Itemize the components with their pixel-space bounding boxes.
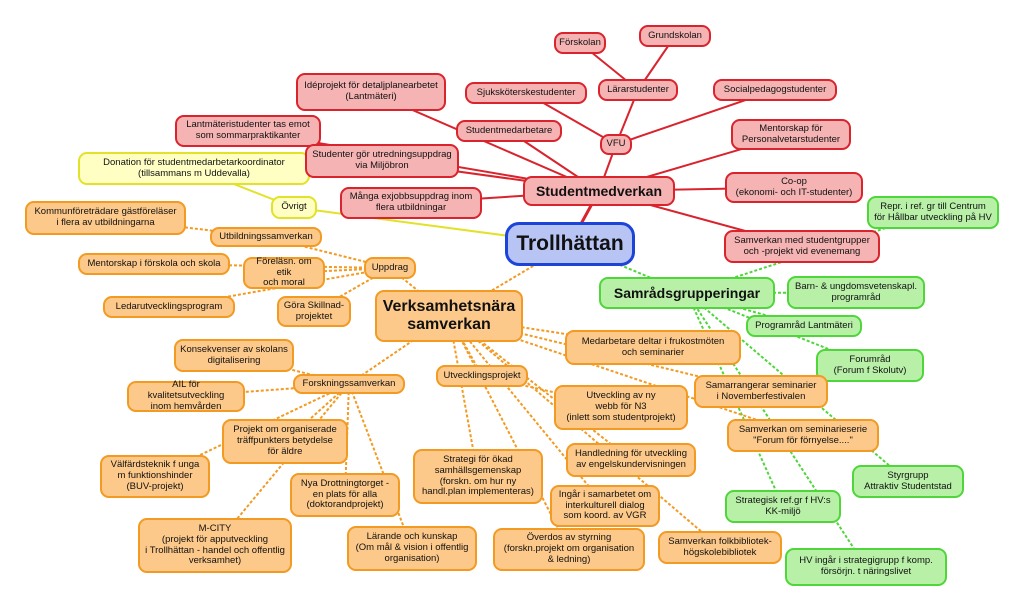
node-studentmedarbetare: Studentmedarbetare [456,120,562,142]
node-lararstudenter: Lärarstudenter [598,79,678,101]
node-socialpedagogstudenter: Socialpedagogstudenter [713,79,837,101]
node-styrgrupp: Styrgrupp Attraktiv Studentstad [852,465,964,498]
node-donation: Donation för studentmedarbetarkoordinato… [78,152,310,185]
node-sjukskoterskestudenter: Sjuksköterskestudenter [465,82,587,104]
node-konsekvenser: Konsekvenser av skolans digitalisering [174,339,294,372]
node-kommunforetradare: Kommunföreträdare gästföreläser i flera … [25,201,186,235]
branch-samradsgrupperingar: Samrådsgrupperingar [599,277,775,309]
node-barn-ungdom: Barn- & ungdomsvetenskapl. programråd [787,276,925,309]
central-topic-trollhattan: Trollhättan [505,222,635,266]
branch-verksamhetsnara-samverkan: Verksamhetsnära samverkan [375,290,523,342]
node-samverkan-folkbibliotek: Samverkan folkbibliotek- högskolebibliot… [658,531,782,564]
node-ideprojekt: Idéprojekt för detaljplanearbetet (Lantm… [296,73,446,111]
node-samverkan-seminarieserie: Samverkan om seminarieserie "Forum för f… [727,419,879,452]
connector-samverkan_folkbibliotek-verksamhetsnara [448,315,721,549]
node-studentgrupper: Samverkan med studentgrupper och -projek… [724,230,880,263]
branch-studentmedverkan: Studentmedverkan [523,176,675,206]
node-forumrad: Forumråd (Forum f Skolutv) [816,349,924,382]
node-nya-drottningtorget: Nya Drottningtorget - en plats för alla … [290,473,400,517]
node-ingar-samarbetet: Ingår i samarbetet om interkulturell dia… [550,485,660,527]
node-forskningssamverkan: Forskningssamverkan [293,374,405,394]
node-projekt-traffpunkter: Projekt om organiserade träffpunkters be… [222,419,348,464]
node-ail: AIL för kvalitetsutveckling inom hemvård… [127,379,245,412]
connector-overdos-verksamhetsnara [448,315,570,550]
node-grundskolan: Grundskolan [639,25,711,47]
connector-handledning-verksamhetsnara [448,315,632,461]
node-exjobb: Många exjobbsuppdrag inom flera utbildni… [340,187,482,219]
node-uppdrag: Uppdrag [364,257,416,279]
node-lantmateristudenter: Lantmäteristudenter tas emot som sommarp… [175,115,321,147]
node-forskolan: Förskolan [554,32,606,54]
node-medarbetare-frukost: Medarbetare deltar i frukostmöten och se… [565,330,741,365]
node-utbildningssamverkan: Utbildningssamverkan [210,227,322,247]
node-utvecklingsprojekt: Utvecklingsprojekt [436,365,528,387]
connector-larande_kunskap-forskningssamverkan [348,383,413,549]
branch-ovrigt: Övrigt [271,196,317,219]
node-strategisk-ref: Strategisk ref.gr f HV:s KK-miljö [725,490,841,523]
node-samarrangerar: Samarrangerar seminarier i Novemberfesti… [694,375,828,408]
node-m-city: M-CITY (projekt för apputveckling i Trol… [138,518,292,573]
node-larande-kunskap: Lärande och kunskap (Om mål & vision i o… [347,526,477,571]
node-forelasn: Föreläsn. om etik och moral [243,256,325,289]
node-handledning: Handledning för utveckling av engelskund… [566,443,696,477]
node-overdos: Överdos av styrning (forskn.projekt om o… [493,528,645,571]
connector-utveckling_webb-utvecklingsprojekt [481,375,622,409]
node-mentorskap-personalvetare: Mentorskap för Personalvetarstudenter [731,119,851,150]
node-hv-strategigrupp: HV ingår i strategigrupp f komp. försörj… [785,548,947,586]
node-ledarutveckling: Ledarutvecklingsprogram [103,296,235,318]
connector-mentorskap_forskola-uppdrag [153,263,391,269]
node-strategi-okad: Strategi för ökad samhällsgemenskap (for… [413,449,543,504]
node-programrad-lantmateri: Programråd Lantmäteri [746,315,862,337]
node-mentorskap-forskola: Mentorskap i förskola och skola [78,253,230,275]
node-gora-skillnad: Göra Skillnad- projektet [277,296,351,327]
node-vfu: VFU [600,134,632,155]
node-utredningsuppdrag: Studenter gör utredningsuppdrag via Milj… [305,144,459,178]
node-utveckling-webb: Utveckling av ny webb för N3 (inlett som… [554,385,688,430]
node-valfardsteknik: Välfärdsteknik f unga m funktionshinder … [100,455,210,498]
node-coop: Co-op (ekonomi- och IT-studenter) [725,172,863,203]
node-repr-centrum: Repr. i ref. gr till Centrum för Hållbar… [867,196,999,229]
